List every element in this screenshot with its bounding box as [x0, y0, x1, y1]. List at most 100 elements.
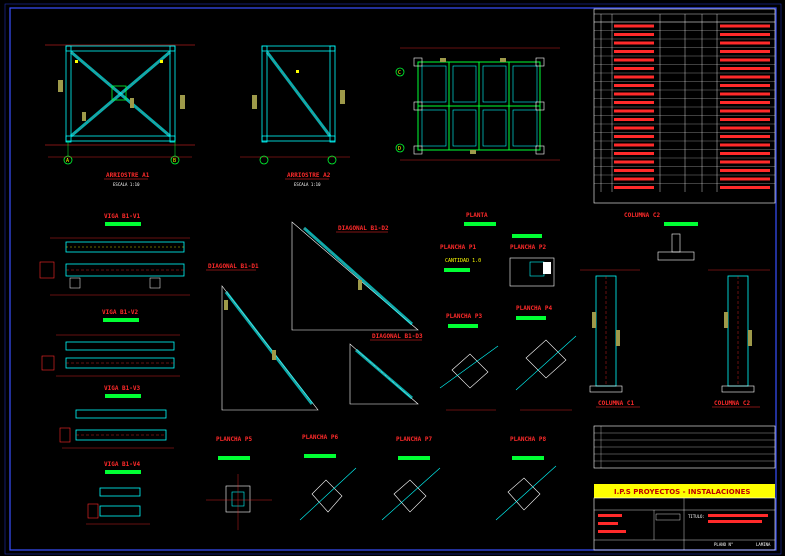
table-row-text: [614, 58, 654, 62]
table-row-text: [720, 92, 770, 96]
table-row-text: [720, 152, 770, 155]
table-row-text: [614, 24, 654, 28]
axis-b-label: B: [173, 158, 176, 164]
axis-c-label: C: [398, 70, 401, 76]
table-row-text: [614, 92, 654, 96]
table-row-text: [614, 67, 654, 70]
plancha-p7-title: PLANCHA P7: [396, 436, 433, 443]
arriostre-a2-elevation: ARRIOSTRE A2 ESCALA 1:10: [240, 45, 350, 187]
table-row-text: [720, 67, 770, 70]
table-row-text: [720, 50, 770, 53]
table-row-text: [614, 186, 654, 189]
columna-c2-title: COLUMNA C2: [624, 212, 661, 219]
plancha-p5-detail: PLANCHA P5: [206, 436, 272, 530]
table-row-text: [614, 75, 654, 79]
plancha-p4-title: PLANCHA P4: [516, 305, 553, 312]
columna-c2b-title: COLUMNA C2: [714, 400, 751, 407]
table-row-text: [720, 109, 770, 113]
table-row-text: [720, 160, 770, 164]
cantidad-text: CANTIDAD 1.0: [445, 258, 481, 264]
table-row-text: [614, 118, 654, 121]
plancha-p7-detail: PLANCHA P7: [381, 436, 441, 521]
table-row-text: [720, 169, 770, 172]
materials-table: [593, 8, 776, 204]
table-row-text: [720, 75, 770, 79]
arriostre-a2-title: ARRIOSTRE A2: [287, 172, 331, 179]
table-row-text: [614, 33, 654, 36]
arriostre-a1-elevation: A B ARRIOSTRE A1 ESCALA 1:10: [45, 44, 195, 187]
table-row-text: [614, 177, 654, 181]
arriostre-a1-title: ARRIOSTRE A1: [106, 172, 150, 179]
table-row-text: [720, 143, 770, 147]
table-row-text: [614, 152, 654, 155]
table-row-text: [720, 24, 770, 28]
diagonal-2-detail: DIAGONAL B1-D2: [291, 221, 419, 331]
table-row-text: [720, 101, 770, 104]
columna-c1-detail: COLUMNA C1: [580, 269, 640, 408]
table-row-text: [614, 169, 654, 172]
columna-c1-title: COLUMNA C1: [598, 400, 635, 407]
table-row-text: [720, 41, 770, 45]
table-row-text: [720, 33, 770, 36]
titulo-label: TITULO:: [688, 514, 705, 519]
viga-4-title: VIGA B1-V4: [104, 461, 141, 468]
lamina-label: LAMINA: [756, 542, 771, 547]
plancha-p2-title: PLANCHA P2: [510, 244, 547, 251]
table-row-text: [614, 143, 654, 147]
diagonal-1-detail: DIAGONAL B1-D1: [206, 263, 319, 411]
plancha-p1-title: PLANCHA P1: [440, 244, 477, 251]
table-row-text: [614, 101, 654, 104]
viga-3-title: VIGA B1-V3: [104, 385, 141, 392]
axis-d-label: D: [398, 146, 401, 152]
table-row-text: [720, 58, 770, 62]
svg-text:ESCALA 1:10: ESCALA 1:10: [294, 182, 321, 187]
viga-2-title: VIGA B1-V2: [102, 309, 139, 316]
diagonal-2-title: DIAGONAL B1-D2: [338, 225, 389, 232]
title-banner: [594, 484, 775, 498]
table-row-text: [720, 186, 770, 189]
table-row-text: [720, 84, 770, 87]
plancha-p5-title: PLANCHA P5: [216, 436, 253, 443]
table-row-text: [720, 177, 770, 181]
svg-text:ESCALA 1:10: ESCALA 1:10: [113, 182, 140, 187]
viga-1-tag: [105, 222, 141, 226]
diagonal-1-title: DIAGONAL B1-D1: [208, 263, 259, 270]
axis-a-label: A: [66, 158, 69, 164]
plancha-p6-title: PLANCHA P6: [302, 434, 339, 441]
table-row-text: [720, 135, 770, 138]
columna-c2-detail: COLUMNA C2: [708, 269, 770, 408]
notes-table: [593, 425, 776, 469]
table-row-text: [614, 50, 654, 53]
plancha-p4-detail: PLANCHA P4: [515, 305, 577, 411]
table-row-text: [720, 118, 770, 121]
plancha-p3-detail: PLANCHA P3: [439, 313, 499, 411]
plancha-p8-title: PLANCHA P8: [510, 436, 547, 443]
plancha-p3-title: PLANCHA P3: [446, 313, 483, 320]
viga-1-detail: VIGA B1-V1: [39, 213, 190, 296]
table-row-text: [614, 126, 654, 130]
plano-label: PLANO N°: [714, 542, 733, 547]
planta-top-note: PLANTA: [464, 212, 496, 226]
plancha-p2-detail: PLANCHA P2: [509, 234, 555, 287]
diagonal-3-detail: DIAGONAL B1-D3: [349, 333, 423, 405]
title-block: I.P.S PROYECTOS - INSTALACIONES TITULO: …: [593, 484, 776, 551]
plancha-p6-detail: PLANCHA P6: [299, 434, 357, 521]
viga-2-detail: VIGA B1-V2: [41, 309, 180, 377]
diagonal-3-title: DIAGONAL B1-D3: [372, 333, 423, 340]
planta-grid: C D: [395, 47, 560, 161]
table-row-text: [614, 41, 654, 45]
viga-1-title: VIGA B1-V1: [104, 213, 141, 220]
viga-4-detail: VIGA B1-V4: [86, 461, 150, 525]
viga-3-detail: VIGA B1-V3: [59, 385, 174, 449]
table-row-text: [614, 160, 654, 164]
sheet-border: [9, 7, 777, 551]
table-row-text: [614, 135, 654, 138]
planta-title: PLANTA: [466, 212, 488, 219]
columna-c2-top-detail: COLUMNA C2: [624, 212, 698, 261]
table-row-text: [720, 126, 770, 130]
plancha-p1-detail: PLANCHA P1 CANTIDAD 1.0: [440, 244, 481, 272]
title-banner-text: I.P.S PROYECTOS - INSTALACIONES: [614, 488, 750, 496]
table-row-text: [614, 109, 654, 113]
plancha-p8-detail: PLANCHA P8: [495, 436, 557, 521]
